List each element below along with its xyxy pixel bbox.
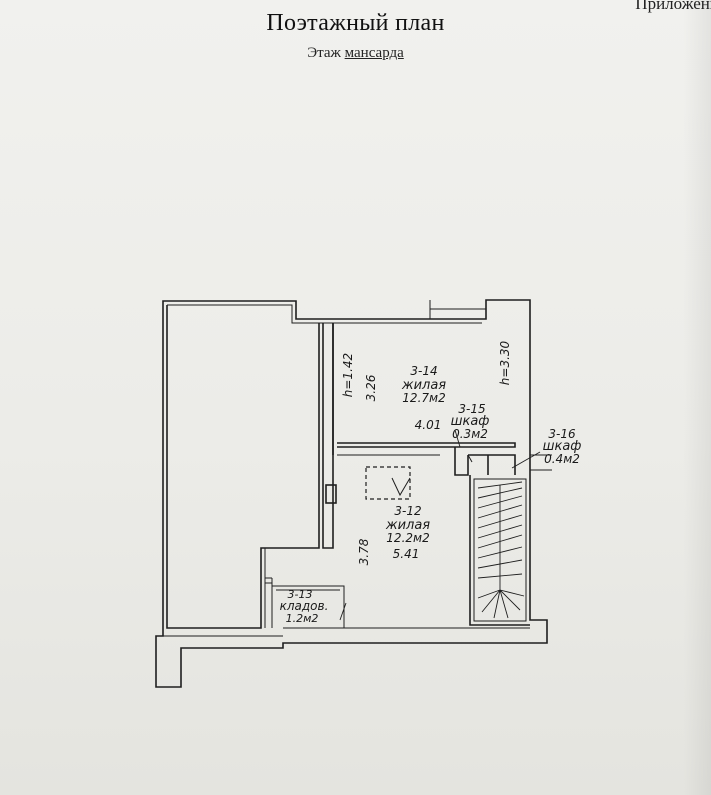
- room-3-14-type: жилая: [401, 378, 446, 393]
- room-3-12-number: 3-12: [394, 504, 421, 518]
- page-title: Поэтажный план: [266, 10, 445, 36]
- floor-label: Этаж: [307, 45, 341, 61]
- height-left: h=1.42: [341, 353, 355, 397]
- ceiling-opening: [365, 466, 411, 500]
- plan-walls: [155, 299, 552, 688]
- room-3-14-number: 3-14: [410, 364, 437, 378]
- page-edge-shadow: [683, 0, 711, 795]
- height-right: h=3.30: [498, 340, 512, 385]
- room-3-13-number: 3-13: [288, 588, 313, 601]
- room-3-12-type: жилая: [385, 518, 430, 533]
- dimension-room-14-depth: 3.26: [364, 374, 378, 401]
- leader-lines: [339, 429, 541, 621]
- floor-subtitle: Этаж мансарда: [0, 45, 711, 62]
- dimension-room-12-depth: 3.78: [357, 538, 371, 565]
- room-3-12-area: 12.2м2: [386, 531, 429, 545]
- dimension-room-12-width: 5.41: [393, 547, 420, 561]
- opening-arrow: [391, 477, 411, 497]
- room-3-15-type: шкаф: [451, 414, 490, 429]
- staircase: [477, 481, 525, 619]
- room-3-15-number: 3-15: [458, 402, 485, 416]
- room-3-13-type: кладов.: [280, 599, 329, 613]
- room-3-16-number: 3-16: [548, 427, 576, 441]
- room-3-14-area: 12.7м2: [402, 391, 445, 405]
- room-3-13-area: 1.2м2: [286, 612, 319, 625]
- appendix-note: Приложени: [635, 0, 711, 13]
- room-3-15-area: 0.3м2: [452, 427, 488, 441]
- floor-name: мансарда: [344, 45, 404, 61]
- room-3-16-area: 0.4м2: [544, 452, 580, 466]
- dimension-room-14-width: 4.01: [415, 418, 442, 432]
- room-3-16-type: шкаф: [543, 439, 582, 454]
